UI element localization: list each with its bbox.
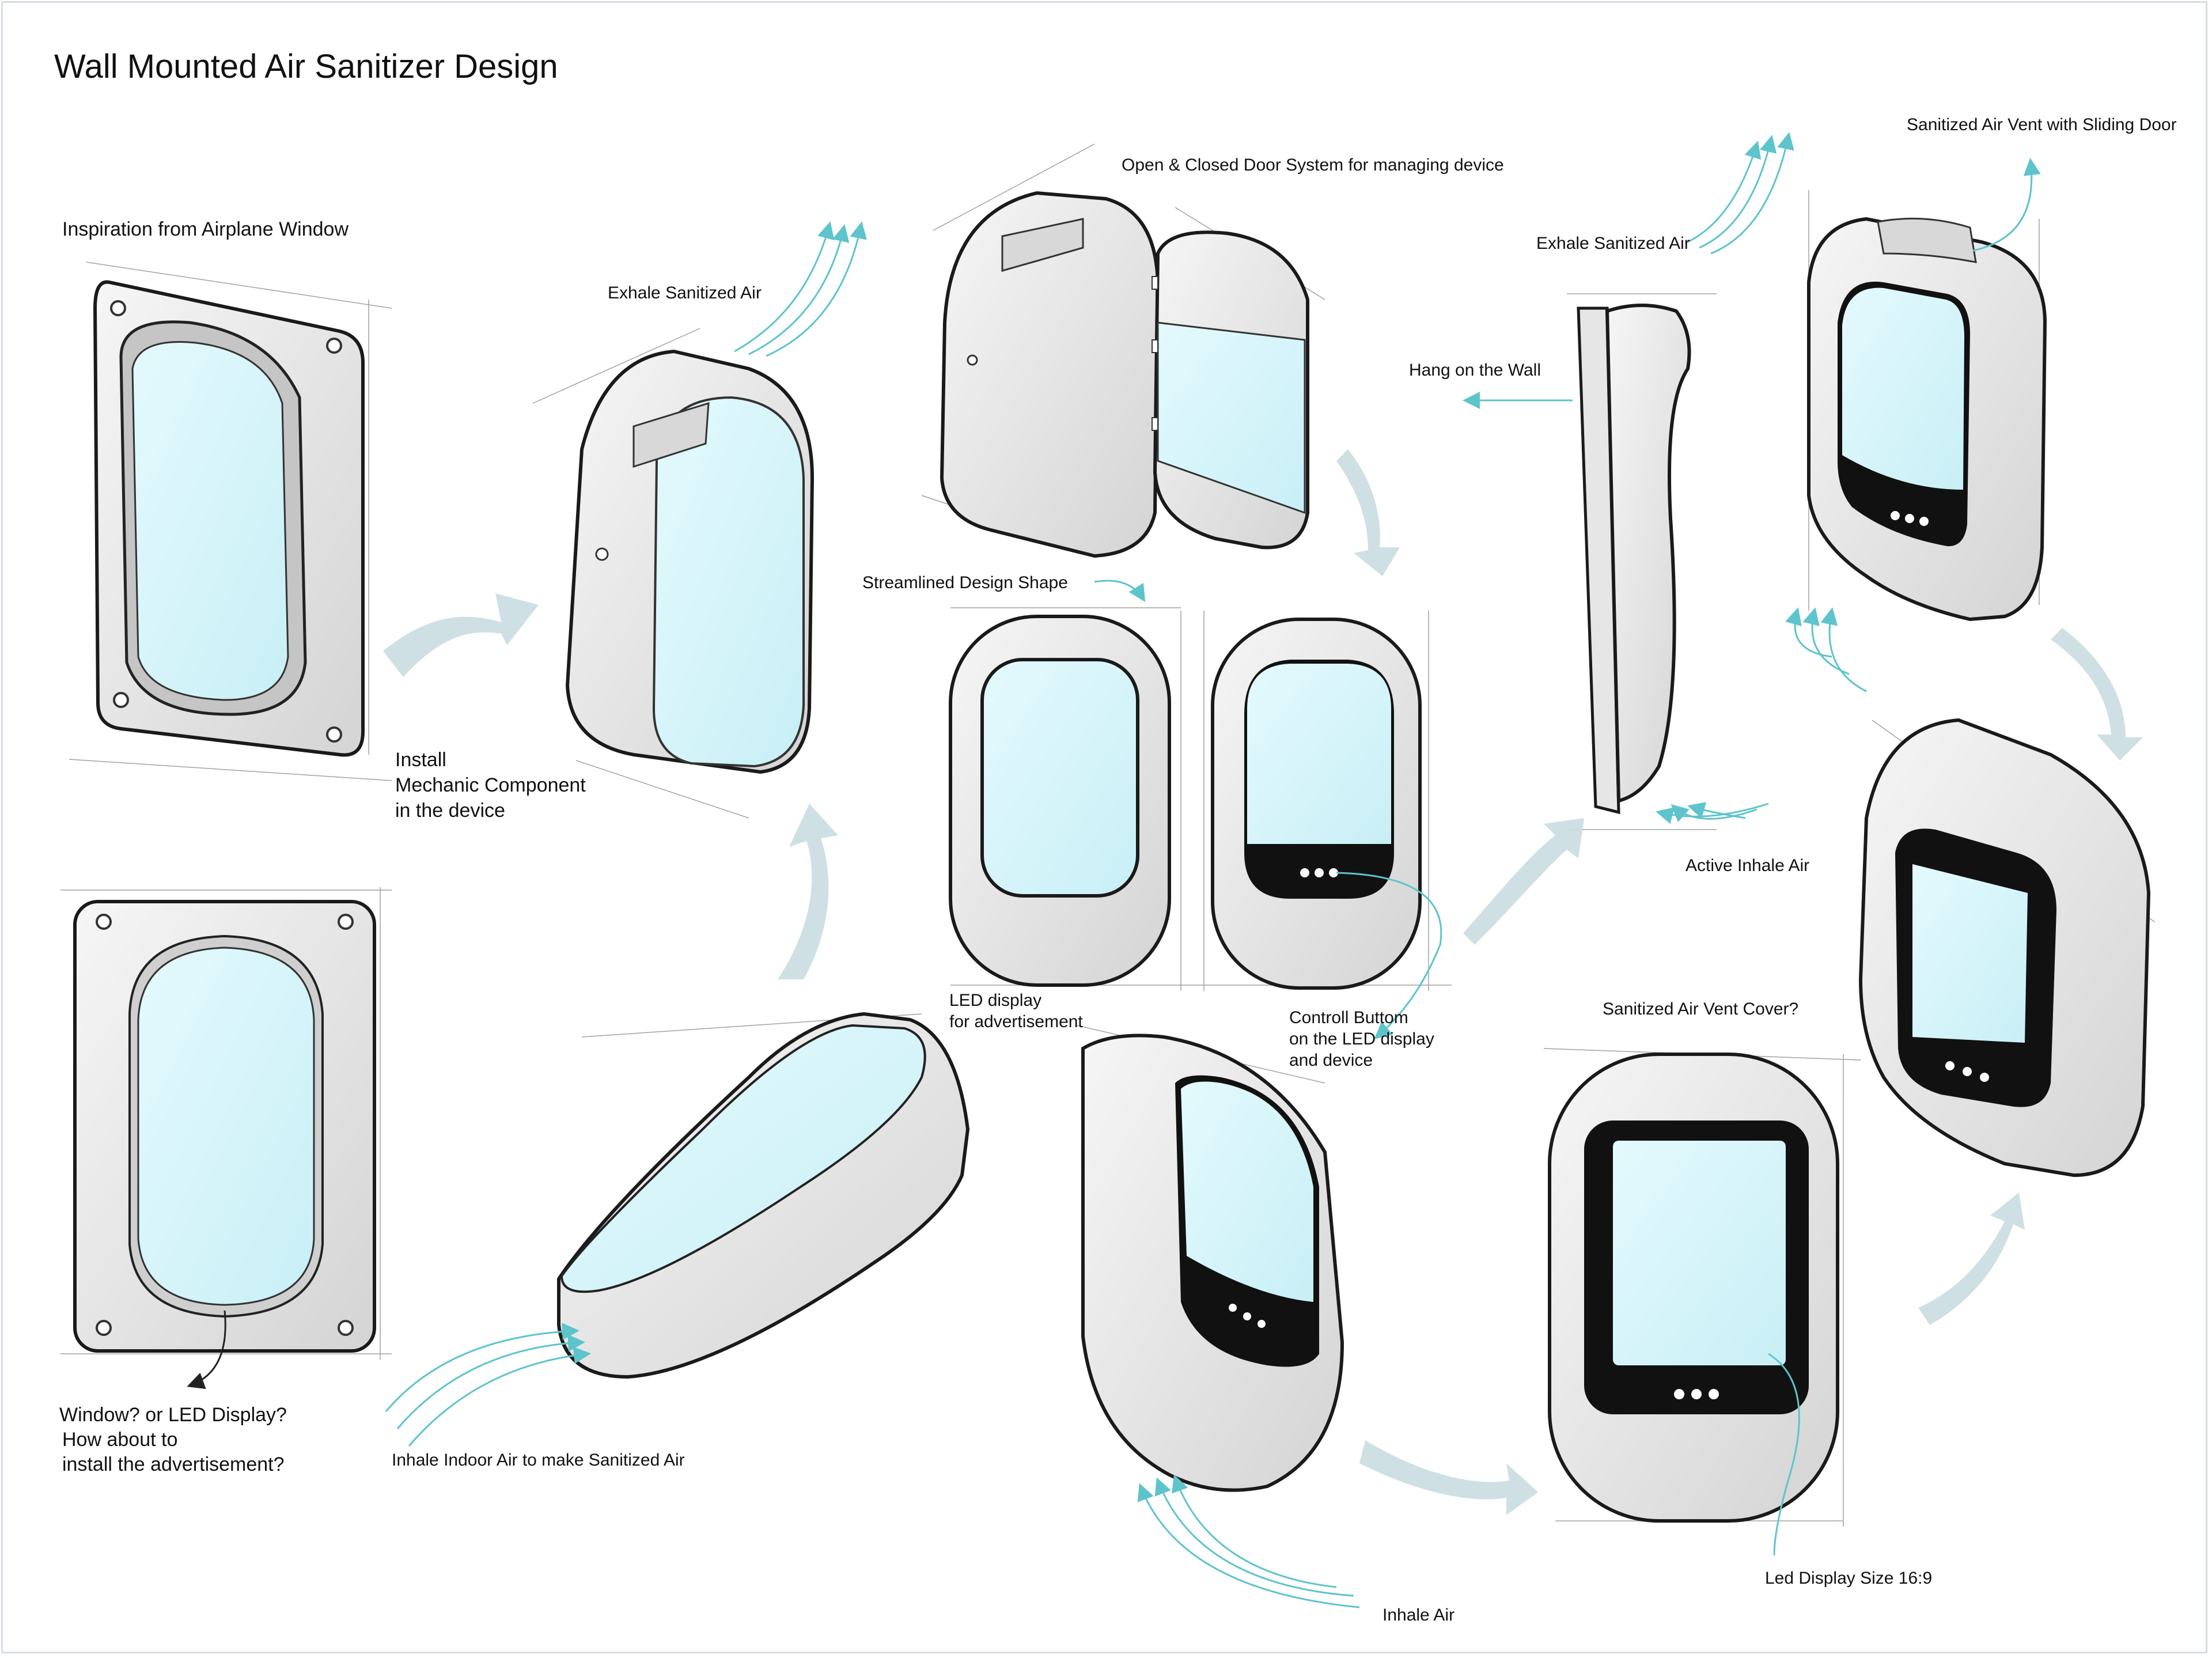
capsule-device-sketch xyxy=(557,1012,970,1379)
label-active-inhale: Active Inhale Air xyxy=(1685,856,1810,875)
label-inhale-indoor: Inhale Indoor Air to make Sanitized Air xyxy=(392,1451,685,1470)
label-led-ad-2: for advertisement xyxy=(949,1012,1083,1031)
process-flow-arrows xyxy=(383,449,2143,1515)
label-hang: Hang on the Wall xyxy=(1409,361,1541,380)
iso-sliding-door-sketch xyxy=(1807,217,2047,622)
window-led-display-sketch xyxy=(73,900,376,1390)
airplane-window-sketch xyxy=(93,280,365,757)
label-window-q-2: How about to xyxy=(62,1429,178,1451)
airflow-lines xyxy=(385,132,2041,1608)
label-install-3: in the device xyxy=(395,800,505,822)
label-vent-cover: Sanitized Air Vent Cover? xyxy=(1603,1000,1799,1019)
front-view-sketch-1 xyxy=(949,615,1171,987)
front-view-sketch-2 xyxy=(1211,618,1442,1039)
label-window-q-3: install the advertisement? xyxy=(62,1453,285,1475)
label-inhale-air: Inhale Air xyxy=(1382,1606,1455,1625)
label-led-ad-1: LED display xyxy=(949,991,1042,1010)
label-exhale-1: Exhale Sanitized Air xyxy=(608,283,762,302)
label-control-3: and device xyxy=(1289,1051,1373,1070)
label-exhale-2: Exhale Sanitized Air xyxy=(1536,234,1690,253)
iso-large-display-sketch xyxy=(1858,718,2151,1178)
label-window-q-1: Window? or LED Display? xyxy=(59,1404,287,1426)
label-door-system: Open & Closed Door System for managing d… xyxy=(1122,156,1504,175)
curved-body-sketch xyxy=(1081,1034,1344,1492)
label-install-2: Mechanic Component xyxy=(395,774,586,796)
front-16-9-display-sketch xyxy=(1548,1053,1839,1556)
open-door-device-sketch xyxy=(940,191,1309,558)
side-view-sketch xyxy=(1577,304,1691,815)
label-control-2: on the LED display xyxy=(1289,1029,1434,1048)
page-title: Wall Mounted Air Sanitizer Design xyxy=(54,48,558,85)
iso-device-sketch xyxy=(565,349,815,774)
label-streamlined: Streamlined Design Shape xyxy=(862,573,1068,592)
label-install-1: Install xyxy=(395,749,446,771)
label-control-1: Controll Buttom xyxy=(1289,1008,1408,1027)
label-vent-sliding: Sanitized Air Vent with Sliding Door xyxy=(1907,115,2177,134)
label-led-size: Led Display Size 16:9 xyxy=(1765,1569,1933,1588)
label-inspiration: Inspiration from Airplane Window xyxy=(62,218,349,240)
